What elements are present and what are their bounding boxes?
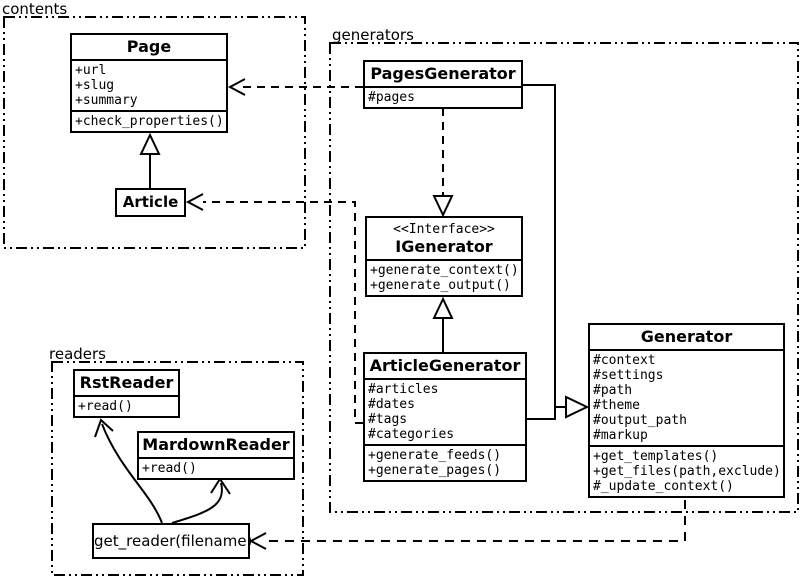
class-page: Page +url +slug +summary +check_properti… — [70, 33, 228, 133]
attribute: #theme — [593, 398, 640, 413]
method: +get_templates() — [593, 449, 719, 464]
class-pagesgenerator-title: PagesGenerator — [370, 64, 516, 83]
method: +generate_output() — [370, 278, 511, 293]
function-getreader: get_reader(filename) — [92, 523, 253, 559]
attribute: +url — [75, 63, 107, 78]
class-mardownreader-methods: +read() — [139, 457, 293, 478]
package-label-readers: readers — [49, 345, 106, 363]
class-article: Article — [115, 188, 186, 217]
relation-articlegenerator-generalizes-igenerator — [432, 296, 454, 352]
class-articlegenerator-methods: +generate_feeds() +generate_pages() — [365, 444, 525, 480]
interface-igenerator: <<Interface>> IGenerator +generate_conte… — [365, 216, 523, 297]
attribute: #categories — [368, 427, 455, 442]
class-pagesgenerator: PagesGenerator #pages — [363, 60, 523, 109]
relation-generator-depends-getreader — [248, 500, 686, 550]
class-mardownreader: MardownReader +read() — [137, 431, 295, 480]
class-generator-title: Generator — [640, 327, 733, 346]
class-rstreader-title: RstReader — [79, 373, 174, 392]
attribute: +summary — [75, 93, 138, 108]
interface-igenerator-title: IGenerator — [395, 237, 493, 256]
relation-generators-generalize-generator — [523, 84, 590, 420]
relation-articlegenerator-depends-article — [185, 193, 363, 424]
attribute: +slug — [75, 78, 115, 93]
class-generator-attributes: #context #settings #path #theme #output_… — [590, 349, 783, 445]
method: +generate_pages() — [368, 463, 502, 478]
attribute: #pages — [368, 90, 415, 105]
attribute: #context — [593, 353, 656, 368]
attribute: #markup — [593, 428, 648, 443]
relation-pagesgenerator-depends-page — [227, 78, 363, 96]
class-articlegenerator-title: ArticleGenerator — [369, 356, 521, 375]
method: +read() — [78, 399, 133, 414]
attribute: #output_path — [593, 413, 687, 428]
attribute: #dates — [368, 397, 415, 412]
method: +check_properties() — [75, 114, 224, 129]
method: +get_files(path,exclude) — [593, 464, 781, 479]
class-page-methods: +check_properties() — [72, 110, 226, 131]
relation-getreader-to-rstreader — [94, 418, 163, 524]
class-rstreader-methods: +read() — [75, 395, 178, 416]
package-generators-border — [329, 42, 799, 513]
class-page-attributes: +url +slug +summary — [72, 59, 226, 110]
class-pagesgenerator-attributes: #pages — [365, 86, 521, 107]
package-contents-border — [3, 16, 306, 249]
package-readers-border — [51, 361, 304, 576]
class-mardownreader-title: MardownReader — [142, 435, 290, 454]
interface-igenerator-methods: +generate_context() +generate_output() — [367, 259, 521, 295]
class-articlegenerator-attributes: #articles #dates #tags #categories — [365, 378, 525, 444]
attribute: #articles — [368, 382, 439, 397]
method: +generate_feeds() — [368, 448, 502, 463]
class-article-title: Article — [122, 193, 179, 211]
interface-stereotype: <<Interface>> — [393, 222, 495, 237]
method: +read() — [142, 461, 197, 476]
attribute: #path — [593, 383, 633, 398]
class-page-title: Page — [126, 37, 172, 56]
interface-igenerator-header: <<Interface>> IGenerator — [367, 218, 521, 259]
class-articlegenerator: ArticleGenerator #articles #dates #tags … — [363, 352, 527, 482]
attribute: #tags — [368, 412, 408, 427]
class-generator-methods: +get_templates() +get_files(path,exclude… — [590, 445, 783, 496]
package-label-generators: generators — [332, 26, 414, 44]
class-generator: Generator #context #settings #path #them… — [588, 323, 785, 498]
method: +generate_context() — [370, 263, 519, 278]
relation-article-generalizes-page — [139, 132, 161, 188]
class-rstreader: RstReader +read() — [73, 369, 180, 418]
method: #_update_context() — [593, 479, 734, 494]
attribute: #settings — [593, 368, 664, 383]
package-label-contents: contents — [2, 0, 68, 18]
relation-getreader-to-mardownreader — [171, 477, 231, 524]
function-getreader-label: get_reader(filename) — [94, 532, 253, 550]
relation-pagesgenerator-realizes-igenerator — [432, 108, 454, 218]
